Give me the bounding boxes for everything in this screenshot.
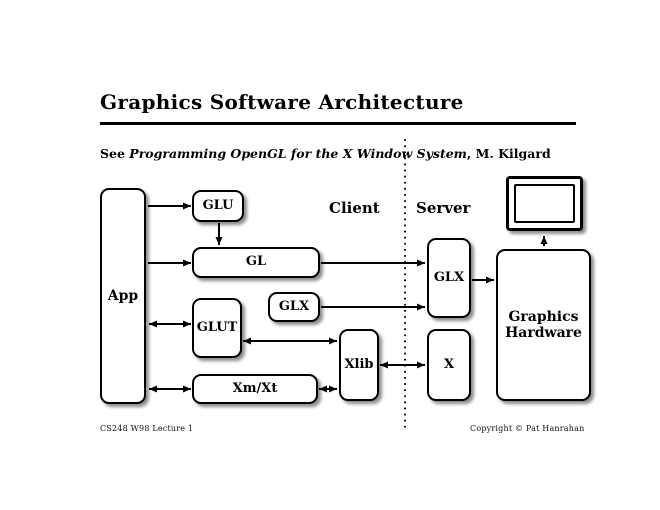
- monitor-icon: [506, 176, 583, 231]
- node-x-server: X: [427, 329, 471, 401]
- node-graphics-hardware: Graphics Hardware: [496, 249, 591, 401]
- node-glut-label: GLUT: [196, 319, 238, 335]
- node-glu-label: GLU: [202, 197, 234, 213]
- subtitle-book-title: Programming OpenGL for the X Window Syst…: [129, 146, 467, 161]
- node-gl: GL: [192, 247, 320, 278]
- node-gl-label: GL: [245, 254, 267, 270]
- node-glx-server-label: GLX: [433, 269, 465, 285]
- footer-course-label: CS248 W98 Lecture 1: [100, 424, 194, 433]
- node-graphics-hardware-label: Graphics Hardware: [505, 308, 582, 341]
- subtitle: See Programming OpenGL for the X Window …: [100, 146, 551, 161]
- node-app: App: [100, 188, 146, 404]
- client-zone-label: Client: [329, 199, 380, 217]
- subtitle-suffix: , M. Kilgard: [466, 146, 551, 161]
- node-glu: GLU: [192, 190, 244, 222]
- node-glx-client: GLX: [268, 292, 320, 322]
- title-underline: [100, 122, 576, 125]
- node-xm-xt-label: Xm/Xt: [232, 380, 278, 396]
- server-zone-label: Server: [416, 199, 471, 217]
- node-x-server-label: X: [443, 356, 455, 372]
- node-glut: GLUT: [192, 298, 242, 358]
- node-xlib-label: Xlib: [344, 356, 374, 372]
- node-glx-client-label: GLX: [278, 298, 310, 314]
- node-app-label: App: [107, 287, 139, 304]
- node-glx-server: GLX: [427, 238, 471, 318]
- node-xm-xt: Xm/Xt: [192, 374, 318, 404]
- monitor-screen-icon: [514, 184, 575, 223]
- footer-copyright-label: Copyright © Pat Hanrahan: [470, 424, 585, 433]
- subtitle-prefix: See: [100, 146, 130, 161]
- page-title: Graphics Software Architecture: [100, 90, 464, 114]
- node-xlib: Xlib: [339, 329, 379, 401]
